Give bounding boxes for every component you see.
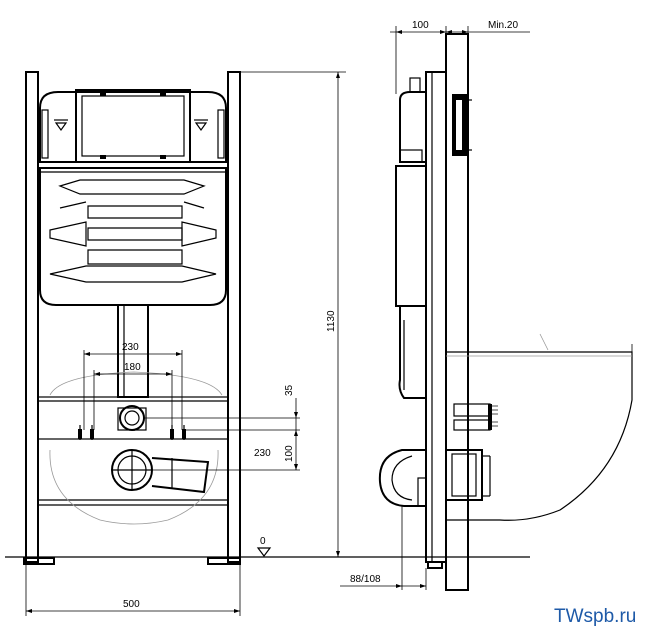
toilet-bowl-outline — [49, 371, 223, 525]
fixing-clip-1 — [100, 92, 106, 96]
dimension-height-1130 — [240, 71, 346, 558]
cistern-top-housing — [39, 91, 227, 163]
cistern-tank — [39, 167, 227, 306]
dim-label-min-20: Min.20 — [488, 20, 518, 31]
frame-foot-left — [23, 557, 55, 565]
water-inlet-fitting — [119, 405, 145, 431]
watermark-text: TWspb.ru — [554, 606, 636, 627]
dim-label-zero: 0 — [260, 536, 266, 547]
fixing-clip-2 — [160, 92, 166, 96]
side-cistern-joint — [399, 149, 423, 163]
housing-bracket-right — [217, 109, 225, 159]
water-inlet-box — [117, 407, 147, 431]
zero-level-mark-icon — [256, 547, 272, 557]
cistern-ribs — [49, 179, 217, 283]
side-toilet-bowl — [446, 351, 633, 521]
side-foot — [427, 561, 443, 569]
dim-label-1130: 1130 — [326, 310, 337, 332]
side-cistern-body — [395, 165, 427, 307]
dim-label-230-side: 230 — [254, 448, 271, 459]
dim-label-230-top: 230 — [122, 342, 139, 353]
side-flush-plate-face — [456, 100, 462, 150]
dim-label-500: 500 — [123, 599, 140, 610]
flush-plate-opening — [75, 89, 191, 163]
side-bracket-threads — [488, 404, 498, 430]
mounting-studs — [78, 425, 186, 440]
frame-post-right — [227, 71, 241, 563]
side-drain-clamp — [417, 477, 427, 507]
fixing-clip-4 — [160, 155, 166, 159]
dim-label-depth-100: 100 — [412, 20, 429, 31]
side-drain-elbow — [378, 449, 426, 507]
frame-post-left — [25, 71, 39, 563]
water-inlet-inner — [124, 410, 140, 426]
front-view: 230 180 35 100 230 0 1130 — [5, 71, 530, 616]
housing-bracket-left — [41, 109, 49, 159]
dim-label-35: 35 — [284, 384, 295, 396]
dimension-width-500 — [25, 565, 241, 616]
side-bowl-bracket — [453, 403, 491, 417]
level-mark-left-icon — [54, 122, 68, 132]
side-bottom-dimension — [340, 506, 427, 590]
frame-foot-right — [207, 557, 241, 565]
dimension-stud-spacing — [83, 350, 183, 430]
side-bowl-bracket-lower — [453, 419, 491, 431]
flush-plate-inner — [81, 95, 185, 157]
fixing-clip-3 — [100, 155, 106, 159]
drain-elbow — [151, 457, 210, 494]
side-top-dimensions — [390, 26, 530, 94]
level-mark-right-icon — [194, 122, 208, 132]
dim-label-180: 180 — [124, 362, 141, 373]
dim-label-100: 100 — [284, 445, 295, 462]
side-view: 100 Min.20 88/108 — [340, 20, 633, 591]
side-drain-connector — [445, 449, 483, 501]
dim-label-88-108: 88/108 — [350, 574, 381, 585]
side-frame-post — [425, 71, 447, 563]
side-downpipe — [398, 305, 427, 399]
side-cistern-valve — [409, 77, 421, 93]
